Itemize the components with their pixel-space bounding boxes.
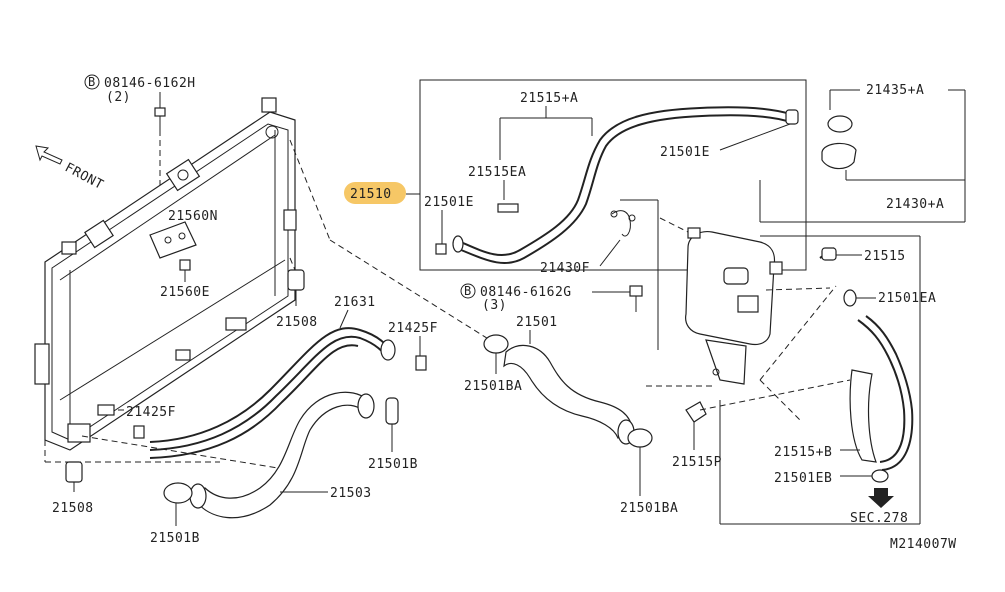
mount-21508-left: 21508 [44, 420, 220, 516]
svg-text:B: B [464, 284, 471, 298]
hose-21501: 21501 [503, 315, 635, 445]
label-21631: 21631 [334, 295, 376, 310]
down-arrow-icon [868, 488, 894, 508]
clip-21425F-lower: 21425F [118, 405, 176, 439]
diagram-id: M214007W [890, 537, 957, 552]
label-21501BA-left: 21501BA [464, 379, 522, 394]
clip-21425F-upper: 21425F [388, 321, 438, 371]
label-21515A: 21515+A [520, 91, 578, 106]
svg-text:B: B [88, 75, 95, 89]
label-21501B-left: 21501B [150, 531, 200, 546]
label-21501B-right: 21501B [368, 457, 418, 472]
label-21515EA: 21515EA [468, 165, 526, 180]
label-21560E: 21560E [160, 285, 210, 300]
label-21501BA-right: 21501BA [620, 501, 678, 516]
bolt-symbol-icon [84, 74, 100, 90]
bolt-mid-symbol-icon [460, 283, 476, 299]
label-21430F: 21430F [540, 261, 590, 276]
front-label: FRONT [62, 160, 106, 193]
bolt-icon [154, 107, 166, 117]
reservoir-tank [646, 217, 783, 387]
bolt-mid-callout: B 08146-6162G (3) [460, 283, 643, 313]
label-21560N: 21560N [168, 209, 218, 224]
label-21430A: 21430+A [886, 197, 944, 212]
bolt-top-callout: B 08146-6162H (2) [84, 74, 196, 260]
o-ring-icon [827, 115, 853, 133]
front-arrow-icon: FRONT [35, 145, 106, 193]
label-21515: 21515 [864, 249, 906, 264]
label-21425F-upper: 21425F [388, 321, 438, 336]
label-21435A: 21435+A [866, 83, 924, 98]
label-21501EA: 21501EA [878, 291, 936, 306]
label-21515B: 21515+B [774, 445, 832, 460]
label-21501E-left: 21501E [424, 195, 474, 210]
label-21501: 21501 [516, 315, 558, 330]
bracket-21560N: 21560N 21560E [149, 209, 218, 300]
highlight-21510 [344, 182, 406, 204]
radiator-cap-icon [821, 142, 857, 170]
mount-21508-right: 21508 [276, 257, 318, 330]
label-21501E-right: 21501E [660, 145, 710, 160]
group-lower-right: 21515 21501EA 21515+B 21501EB SEC.278 [620, 199, 936, 526]
grommet-icon [179, 259, 191, 271]
label-21508-right: 21508 [276, 315, 318, 330]
label-sec: SEC.278 [850, 511, 908, 526]
hose-21631: 21631 [149, 295, 396, 459]
label-21515P: 21515P [672, 455, 722, 470]
clip-21430F: 21430F [540, 210, 636, 276]
bolt-top-qty: (2) [106, 90, 131, 105]
group-21510: 21510 21515+A 21515EA 21501E 21501E [344, 79, 807, 271]
bolt-mid-qty: (3) [482, 298, 507, 313]
clamp-21501BA-left: 21501BA [464, 334, 522, 394]
bolt-mid-label: 08146-6162G [480, 285, 572, 300]
clamp-21501B-right: 21501B [368, 397, 418, 472]
clamp-21501BA-right: 21501BA [620, 428, 678, 516]
label-21425F-lower: 21425F [126, 405, 176, 420]
radiator [34, 97, 297, 451]
label-21510: 21510 [350, 187, 392, 202]
clamp-21501B-left: 21501B [150, 482, 200, 546]
group-21430A: 21435+A 21430+A [759, 83, 966, 223]
label-21508-left: 21508 [52, 501, 94, 516]
bolt-top-label: 08146-6162H [104, 76, 196, 91]
label-21501EB: 21501EB [774, 471, 832, 486]
hose-21503: 21503 [189, 391, 375, 519]
label-21503: 21503 [330, 486, 372, 501]
bracket-21515P: 21515P [672, 401, 722, 470]
